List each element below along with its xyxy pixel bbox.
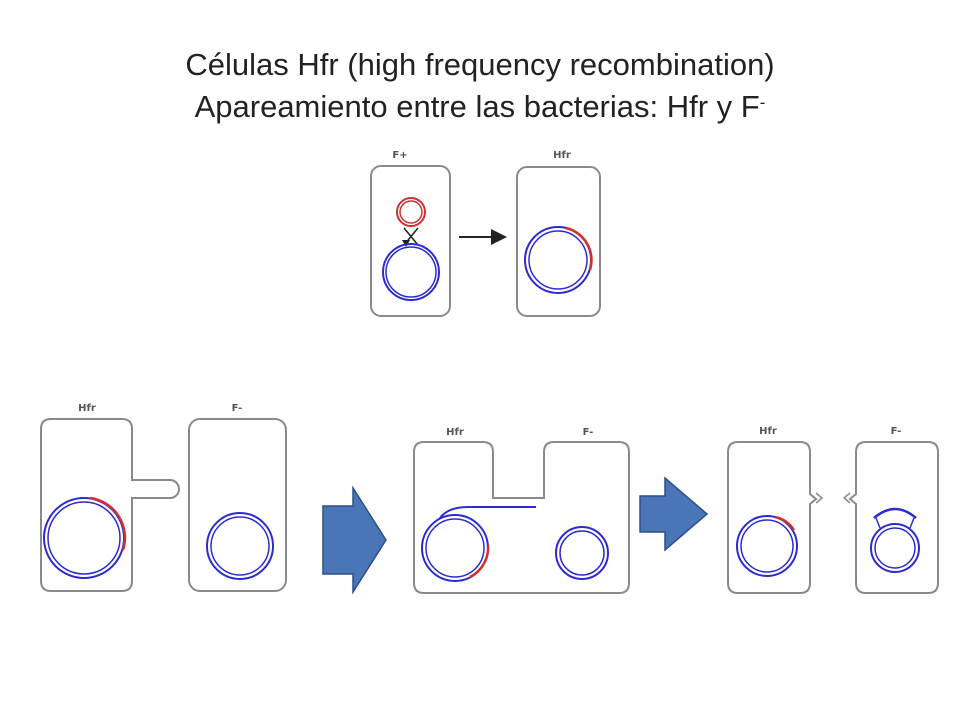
stage2-conjugating-cells [413,441,630,594]
hfr-top-integrated-f [565,226,593,271]
stage-arrow-1-icon [322,485,387,595]
stage2-fminus-chromosome-inner [559,530,605,576]
stage3-broken-bridge-right [842,492,851,504]
title-line-2: Apareamiento entre las bacterias: Hfr y … [0,86,960,128]
stage1-hfr-label: Hfr [78,403,96,414]
stage3-hfr-cell [727,441,818,594]
stage2-transferred-dna [439,506,536,519]
stage3-fminus-chromosome [870,523,920,573]
stage1-fminus-label: F- [232,403,243,414]
stage1-fminus-cell [188,418,287,592]
stage-arrow-2-icon [639,476,709,552]
f-plasmid [396,197,426,227]
stage2-fminus-chromosome [555,526,609,580]
stage3-hfr-chromosome-inner [740,519,794,573]
stage2-integrated-f [469,544,490,579]
title-line-2-text: Apareamiento entre las bacterias: Hfr y … [194,89,760,124]
stage3-recombination-mark [875,517,915,529]
stage1-integrated-f [89,496,127,551]
stage3-hfr-chromosome [736,515,798,577]
stage3-fminus-chromosome-inner [874,527,916,569]
stage2-hfr-label: Hfr [446,427,464,438]
hfr-top-chromosome-inner [528,230,588,290]
stage3-fminus-cell [848,441,939,594]
title-line-1: Células Hfr (high frequency recombinatio… [185,47,775,82]
f-plasmid-inner [399,200,423,224]
slide-title: Células Hfr (high frequency recombinatio… [0,44,960,128]
stage2-fminus-label: F- [583,427,594,438]
stage3-hfr-label: Hfr [759,426,777,437]
stage3-integrated-f [774,515,796,531]
stage-2: Hfr F- [413,427,630,594]
stage1-fminus-chromosome [206,512,274,580]
stage-1: Hfr F- [40,403,287,592]
f-plus-label: F+ [392,150,407,161]
stage1-fminus-chromosome-inner [210,516,270,576]
hfr-top-cell-group: Hfr [516,150,601,317]
title-superscript: - [759,93,766,112]
f-plus-chromosome-inner [385,246,437,298]
stage-3: Hfr F- [727,426,939,594]
stage3-donor-dna-fragment [873,507,917,519]
f-plus-cell [370,165,451,317]
stage3-fminus-label: F- [891,426,902,437]
f-plus-chromosome [382,243,440,301]
stage1-hfr-chromosome-inner [47,501,121,575]
f-plus-cell-group: F+ [370,150,451,317]
hfr-top-label: Hfr [553,150,571,161]
stage3-broken-bridge-left [815,492,824,504]
stage2-hfr-chromosome-inner [425,518,485,578]
